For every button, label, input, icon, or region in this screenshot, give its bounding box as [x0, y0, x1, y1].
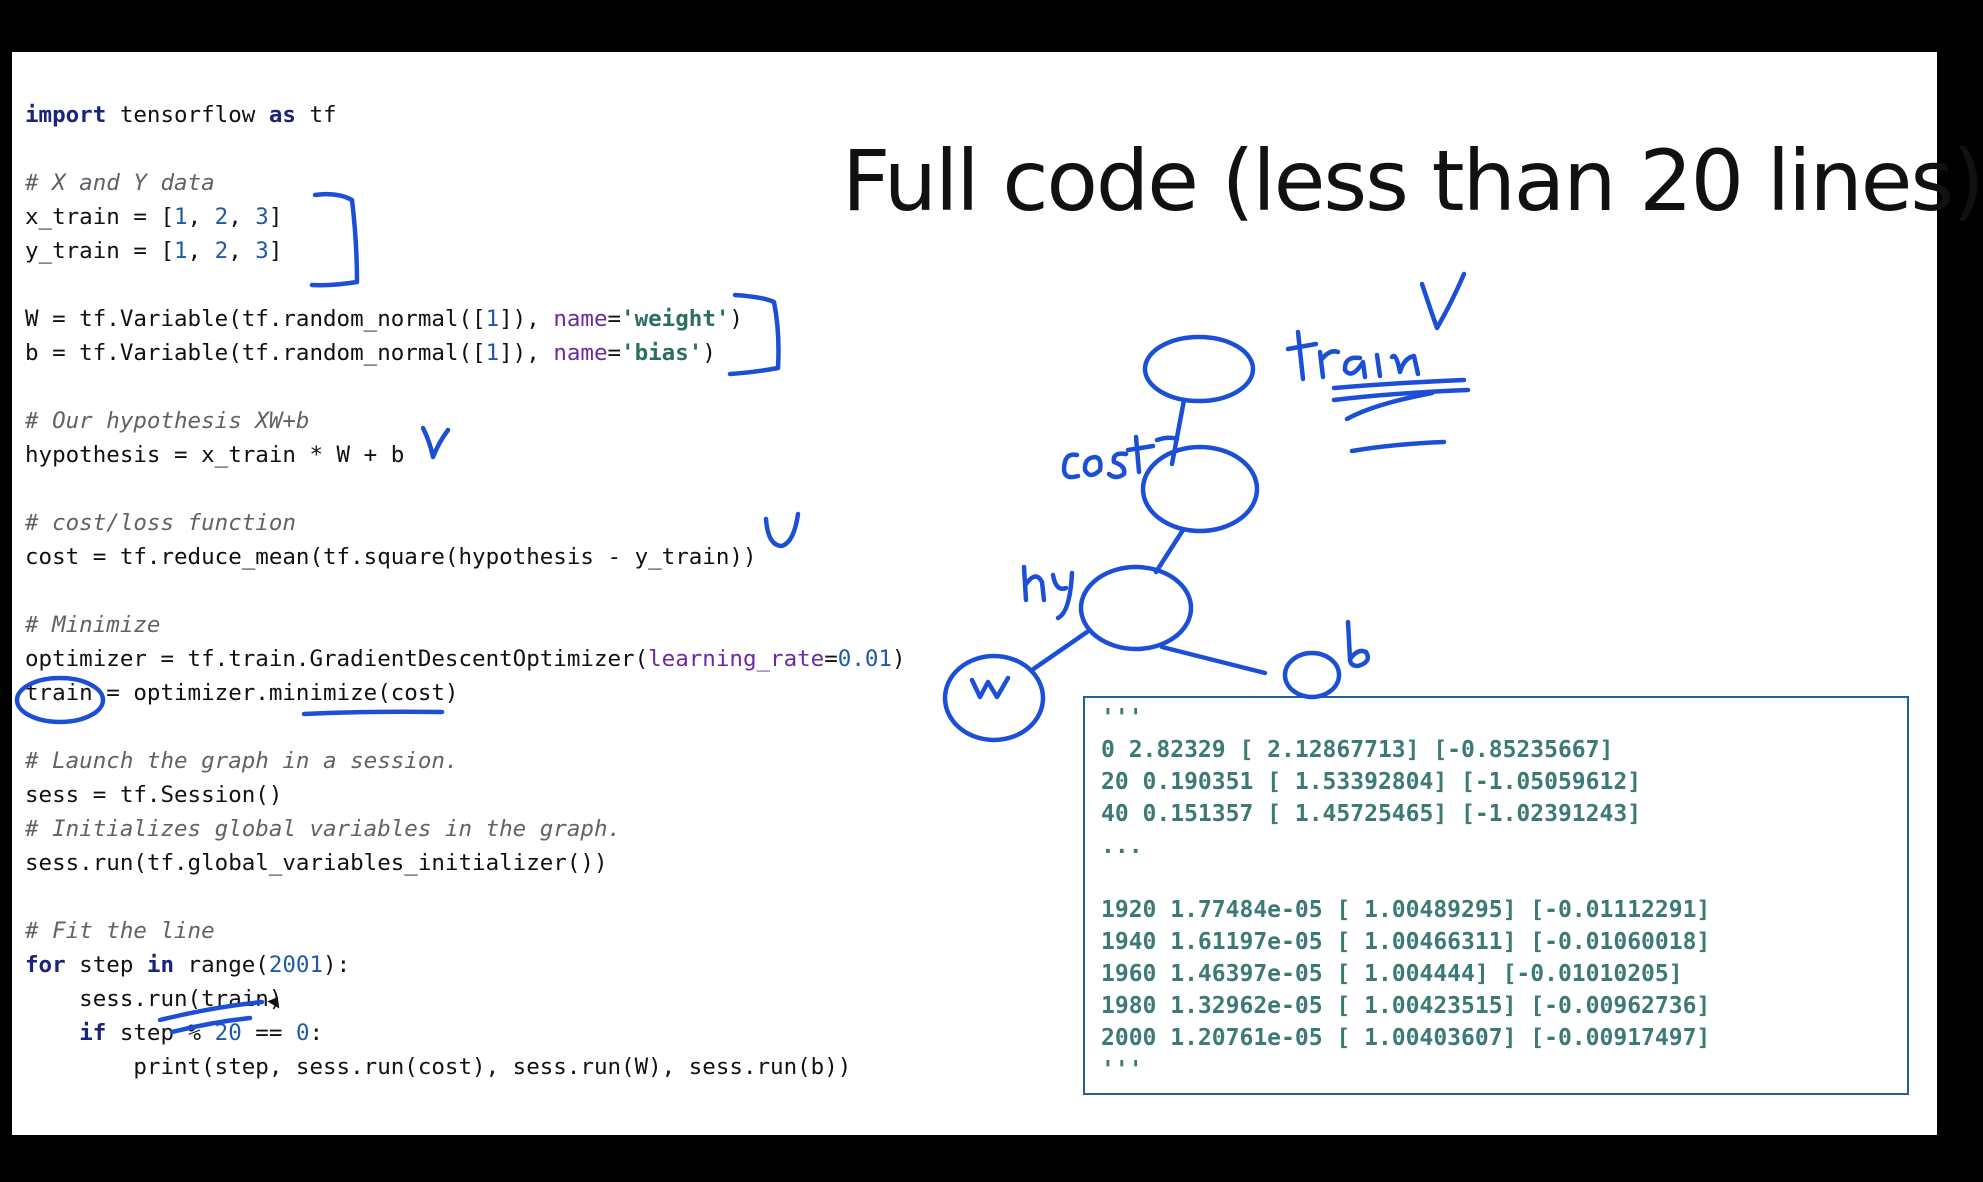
code-block: import tensorflow as tf # X and Y data x… — [25, 98, 906, 1084]
code-line: x_train = [1, 2, 3] — [25, 204, 283, 230]
graph-node — [1142, 334, 1256, 404]
handwriting-train — [1342, 355, 1368, 380]
graph-node — [1140, 444, 1260, 534]
graph-node — [1078, 564, 1194, 652]
output-line: 1980 1.32962e-05 [ 1.00423515] [-0.00962… — [1101, 993, 1711, 1019]
code-comment: # Minimize — [25, 612, 161, 638]
code-line: b = tf.Variable(tf.random_normal([1]), n… — [25, 340, 716, 366]
slide-title: Full code (less than 20 lines) — [842, 132, 1983, 230]
output-text: ''' 0 2.82329 [ 2.12867713] [-0.85235667… — [1101, 702, 1710, 1086]
output-line: 2000 1.20761e-05 [ 1.00403607] [-0.00917… — [1101, 1025, 1711, 1051]
handwriting-w — [969, 675, 1011, 700]
handwriting-b — [1345, 619, 1370, 669]
output-box: ''' 0 2.82329 [ 2.12867713] [-0.85235667… — [1083, 696, 1909, 1095]
code-line: sess.run(tf.global_variables_initializer… — [25, 850, 608, 876]
handwriting-hy — [1050, 570, 1075, 621]
code-line: y_train = [1, 2, 3] — [25, 238, 283, 264]
code-comment: # Launch the graph in a session. — [25, 748, 459, 774]
graph-node — [1282, 650, 1342, 700]
code-line: for step in range(2001): — [25, 952, 351, 978]
code-comment: # Fit the line — [25, 918, 215, 944]
code-comment: # X and Y data — [25, 170, 215, 196]
output-line: ''' — [1101, 705, 1143, 731]
output-line: ''' — [1101, 1057, 1143, 1083]
code-line: train = optimizer.minimize(cost) — [25, 680, 459, 706]
underline-mark — [1344, 390, 1435, 422]
code-line: cost = tf.reduce_mean(tf.square(hypothes… — [25, 544, 757, 570]
graph-node — [942, 653, 1046, 743]
handwriting-cost — [1061, 452, 1081, 480]
output-line: 1960 1.46397e-05 [ 1.004444] [-0.0101020… — [1101, 961, 1683, 987]
code-line: print(step, sess.run(cost), sess.run(W),… — [25, 1054, 852, 1080]
output-line: 0 2.82329 [ 2.12867713] [-0.85235667] — [1101, 737, 1614, 763]
underline-mark — [1331, 377, 1467, 391]
underline-mark — [1349, 439, 1447, 454]
graph-edge — [1159, 644, 1268, 676]
code-comment: # Our hypothesis XW+b — [25, 408, 310, 434]
handwriting-v — [1419, 271, 1467, 331]
graph-edge — [1029, 629, 1090, 673]
handwriting-train — [1317, 349, 1341, 380]
handwriting-train — [1374, 352, 1421, 379]
handwriting-hy — [1021, 564, 1047, 603]
underline-mark — [1331, 387, 1471, 403]
code-line: sess.run(train) — [25, 986, 283, 1012]
handwriting-cost — [1082, 454, 1103, 478]
output-line: ... — [1101, 833, 1143, 859]
code-line: import tensorflow as tf — [25, 102, 337, 128]
code-line: if step % 20 == 0: — [79, 1020, 324, 1046]
code-comment: # cost/loss function — [25, 510, 296, 536]
graph-edge — [1153, 527, 1186, 575]
output-line: 1940 1.61197e-05 [ 1.00466311] [-0.01060… — [1101, 929, 1711, 955]
code-line: W = tf.Variable(tf.random_normal([1]), n… — [25, 306, 743, 332]
code-comment: # Initializes global variables in the gr… — [25, 816, 622, 842]
slide: import tensorflow as tf # X and Y data x… — [12, 52, 1983, 1135]
handwriting-cost — [1125, 434, 1180, 475]
code-line: hypothesis = x_train * W + b — [25, 442, 405, 468]
output-line: 20 0.190351 [ 1.53392804] [-1.05059612] — [1101, 769, 1642, 795]
code-line: optimizer = tf.train.GradientDescentOpti… — [25, 646, 906, 672]
output-line: 1920 1.77484e-05 [ 1.00489295] [-0.01112… — [1101, 897, 1711, 923]
code-line: sess = tf.Session() — [25, 782, 283, 808]
handwriting-train — [1285, 329, 1319, 382]
output-line: 40 0.151357 [ 1.45725465] [-1.02391243] — [1101, 801, 1642, 827]
handwriting-cost — [1106, 451, 1129, 480]
graph-edge — [1169, 397, 1187, 467]
